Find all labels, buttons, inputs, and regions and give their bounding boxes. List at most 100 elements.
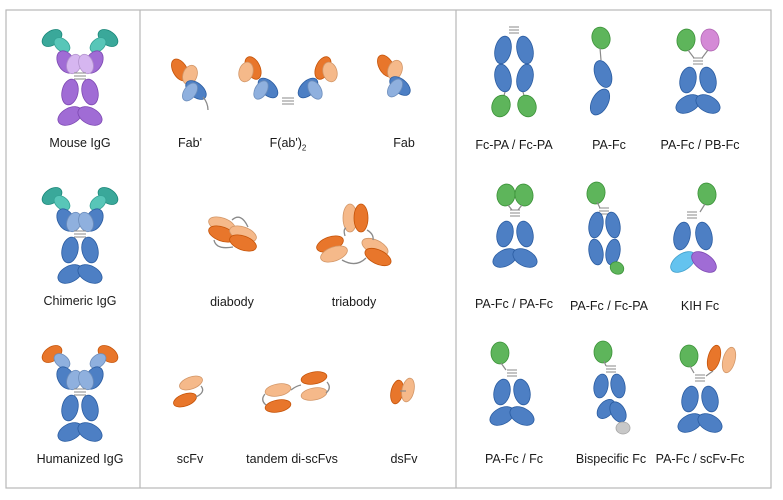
bisp-stalk-top [603,360,607,367]
label-bispecific-fc: Bispecific Fc [575,452,647,466]
label-fab2-sub: 2 [301,143,307,153]
diabody-linker-2 [213,239,234,249]
fcpa-ch2-left [494,35,512,65]
papa-pa-right [514,183,534,207]
label-scfv: scFv [176,452,204,466]
papb-stalk-left [687,49,695,59]
fcpa-pa-left [491,94,511,118]
pafcfc-fc-ch2-right [513,378,531,406]
fab2-vl-left [238,61,254,83]
fab2-vl-right [322,61,338,83]
chimeric-vl-right [89,195,107,211]
fcpa-ch3-left [494,63,512,93]
papa-fc-ch3-right [512,248,538,268]
pafc-ch3 [589,88,611,116]
chimeric-fc-ch2-left [61,236,79,264]
pafc-ch2 [593,60,613,88]
mouse-fc-ch3-right [77,106,103,126]
pafcpa-pa-bottom [609,261,625,275]
bisp-ch2-left [593,373,609,399]
label-chimeric-igg: Chimeric IgG [43,294,117,308]
label-humanized-igg: Humanized IgG [36,452,124,466]
label-dsfv: dsFv [390,452,418,466]
scfvfc-pa [679,344,699,368]
papb-pb [700,28,720,52]
fcpa-ch2-right [516,35,534,65]
diabody-linker-1 [231,216,249,228]
fab-cl [387,78,403,98]
label-tandem-di-scfvs: tandem di-scFvs [246,452,338,466]
pafcpa-ch2-left [588,211,604,239]
papb-fc-ch2-left [679,66,697,94]
scfv-linker [195,385,204,398]
bisp-pa [593,340,613,364]
label-fab2-main: F(ab') [269,136,302,150]
papa-fc-ch2-left [496,220,514,248]
bisp-ch2-right [610,373,626,399]
diabody-domain-4 [229,234,257,252]
label-fab: Fab [393,136,415,150]
chimeric-fc-ch2-right [81,236,99,264]
scfvfc-fc-ch3-right [697,413,723,433]
kih-ch2-right [695,221,713,251]
papa-pa-left [496,183,516,207]
fcpa-ch3-right [516,63,534,93]
pafcfc-pa [490,341,510,365]
label-pa-fc-fc: PA-Fc / Fc [484,452,544,466]
pafcfc-stalk [500,362,507,371]
pafcpa-ch3-left [588,238,604,266]
fabprime-cl [182,82,198,102]
papb-stalk-right [701,49,709,59]
tandem-domain-3 [300,371,328,385]
fab2-cl-left [253,80,269,100]
kih-ch3-hole [691,251,717,273]
scfvfc-vl [721,346,737,374]
scfvfc-vh [706,344,722,372]
kih-stalk [699,203,706,213]
papb-fc-ch2-right [699,66,717,94]
triabody-domain-2 [353,203,369,233]
humanized-fc-ch2-left [61,394,79,422]
chimeric-fc-ch3-right [77,264,103,284]
triabody-linker-2 [341,257,367,265]
fcpa-pa-right [517,94,537,118]
papb-pa [676,28,696,52]
kih-ch2-left [673,221,691,251]
tandem-domain-1 [264,383,292,397]
kih-pa [697,182,717,206]
mouse-fc-ch2-left [61,78,79,106]
pafcfc-fc-ch3-right [509,406,535,426]
pafcpa-ch2-right [605,211,621,239]
label-fab2: F(ab')2 [270,136,307,153]
fab2-cl-right [307,80,323,100]
papa-stalk-right [517,204,523,211]
triabody-linker-1 [343,227,347,237]
label-fab-prime: Fab' [178,136,202,150]
scfvfc-stalk-left [689,365,695,374]
outer-border [5,9,772,489]
papa-fc-ch2-right [516,220,534,248]
label-pa-fc: PA-Fc [592,138,626,152]
tandem-domain-4 [300,387,328,401]
label-mouse-igg: Mouse IgG [49,136,111,150]
label-fc-pa-fc-pa: Fc-PA / Fc-PA [475,138,553,152]
triabody-domain-6 [364,247,392,267]
chimeric-vl-left [53,195,71,211]
label-pa-fc-pb-fc: PA-Fc / PB-Fc [660,138,740,152]
mouse-vl-right [89,37,107,53]
tandem-domain-2 [264,399,292,413]
label-pa-fc-scfv-fc: PA-Fc / scFv-Fc [655,452,745,466]
humanized-vl-left [53,353,71,369]
pafc-pa [591,26,611,50]
scfvfc-fc-ch2-right [701,385,719,413]
pafc-stalk [599,47,602,61]
humanized-vl-right [89,353,107,369]
scfvfc-fc-ch2-left [681,385,699,413]
chimeric-cl-right [78,211,94,233]
humanized-cl-right [78,369,94,391]
pafcpa-pa-top [586,181,606,205]
mouse-cl-right [78,53,94,75]
mouse-vl-left [53,37,71,53]
label-diabody: diabody [210,295,254,309]
